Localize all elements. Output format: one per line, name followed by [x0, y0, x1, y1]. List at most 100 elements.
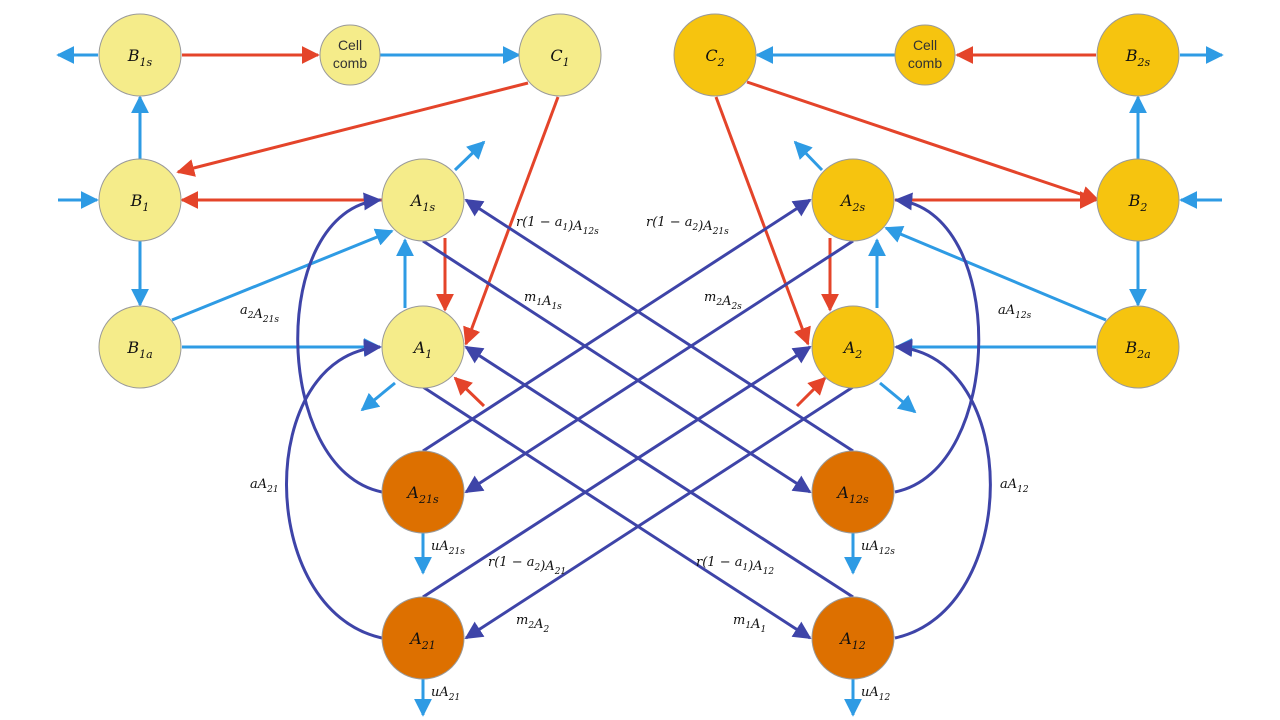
- node-circle: [381, 305, 465, 389]
- node-circle: [673, 13, 757, 97]
- edge-label-subscript: 2: [527, 621, 534, 631]
- edge-C2-B2: [746, 80, 1100, 204]
- edge-label-text: uA: [431, 539, 449, 554]
- node-text: A2: [842, 338, 863, 361]
- node-main: A: [839, 191, 853, 210]
- edge-label-text: A: [572, 219, 582, 234]
- edge-label-text: ): [697, 219, 703, 234]
- edge-label-text: r(1 −: [646, 215, 685, 230]
- edge-A1s-out: [453, 140, 486, 172]
- edge-label-subscript: 2: [691, 223, 698, 233]
- edge-label-subscript: 2: [542, 625, 549, 635]
- node-cell1: Cell comb: [319, 24, 381, 86]
- edge-label-a2A21s: a2A21s: [240, 303, 279, 325]
- node-subscript: 1: [425, 348, 432, 361]
- edge-label-subscript: 2: [715, 298, 722, 308]
- edge-label-text: m: [733, 613, 745, 628]
- node-subscript: 21s: [418, 493, 439, 506]
- node-A2s: A2s: [811, 158, 895, 242]
- node-circle: [381, 596, 465, 680]
- edge-label-subscript: 12s: [583, 227, 599, 237]
- edge-label-m1A1s: m1A1s: [524, 290, 562, 312]
- edge-A21s-A1s: [296, 192, 383, 494]
- node-text: A21: [408, 629, 436, 652]
- node-main: B: [1128, 191, 1141, 210]
- edge-label-text: A: [533, 617, 543, 632]
- edge-A2s-A21s: [464, 239, 854, 494]
- node-text: A21s: [405, 483, 439, 506]
- node-text: B2: [1128, 191, 1148, 214]
- edge-label-text: a: [555, 215, 563, 230]
- node-text: B1: [130, 191, 150, 214]
- node-A21: A21: [381, 596, 465, 680]
- edge-label-text: A: [752, 559, 762, 574]
- edge-label-aA21: aA21: [250, 477, 279, 495]
- node-text: A12s: [835, 483, 869, 506]
- edge-label-subscript: 1s: [551, 302, 562, 312]
- node-circle: [1096, 13, 1180, 97]
- node-text: comb: [333, 55, 367, 71]
- node-B1a: B1a: [98, 305, 182, 389]
- edge-label-r2: r(1 − a2)A21s: [646, 215, 729, 237]
- node-main: B: [127, 46, 140, 65]
- edge-label-text: a: [685, 215, 693, 230]
- node-circle: [98, 305, 182, 389]
- node-circle: [811, 305, 895, 389]
- node-text: Cell: [338, 37, 362, 53]
- edge-B2a-A2s: [884, 225, 1107, 322]
- edge-label-text: a: [527, 555, 535, 570]
- edge-label-subscript: 1: [760, 625, 766, 635]
- edge-in-A2: [795, 376, 827, 408]
- edge-A21-A1: [285, 339, 383, 640]
- edge-label-subscript: 1: [562, 223, 568, 233]
- node-main: B: [1125, 46, 1138, 65]
- node-A1s: A1s: [381, 158, 465, 242]
- node-main: B: [1124, 338, 1137, 357]
- node-subscript: 2: [1139, 201, 1147, 214]
- node-C1: C1: [518, 13, 602, 97]
- node-text: B1a: [126, 338, 152, 361]
- edge-label-text: m: [704, 290, 716, 305]
- node-main: B: [126, 338, 139, 357]
- edge-label-subscript: 1: [742, 563, 748, 573]
- edge-label-subscript: 12: [1017, 485, 1029, 495]
- node-subscript: 2a: [1136, 348, 1151, 361]
- edge-label-uA12: uA12: [861, 685, 890, 703]
- node-text: C1: [550, 46, 569, 69]
- edge-label-m1A1: m1A1: [733, 613, 766, 635]
- edge-label-uA21s: uA21s: [431, 539, 465, 557]
- edge-C1-A1: [463, 96, 560, 346]
- edge-label-subscript: 12: [763, 567, 775, 577]
- node-B1s: B1s: [98, 13, 182, 97]
- edge-label-text: ): [747, 559, 753, 574]
- node-text: A2s: [839, 191, 866, 214]
- node-circle: [811, 158, 895, 242]
- node-circle: [518, 13, 602, 97]
- edge-A1s-A12s: [422, 239, 812, 494]
- node-A12: A12: [811, 596, 895, 680]
- edge-label-subscript: 21: [448, 693, 460, 703]
- edge-A21s-A2s: [422, 198, 812, 453]
- node-B1: B1: [98, 158, 182, 242]
- edge-B1a-A1s: [171, 228, 394, 322]
- node-subscript: 1s: [140, 56, 153, 69]
- edge-label-r1: r(1 − a1)A12s: [516, 215, 599, 237]
- node-text: B1s: [127, 46, 153, 69]
- node-A2: A2: [811, 305, 895, 389]
- node-main: A: [842, 338, 856, 357]
- edge-label-subscript: 1: [536, 298, 542, 308]
- node-main: A: [412, 338, 426, 357]
- node-text: B2a: [1124, 338, 1150, 361]
- node-circle: [894, 24, 956, 86]
- edge-label-text: A: [253, 307, 263, 322]
- edge-C1-B1: [176, 81, 529, 177]
- node-circle: [319, 24, 381, 86]
- edge-A12s-A1s: [464, 198, 854, 453]
- node-subscript: 1s: [422, 201, 435, 214]
- node-text: A1s: [409, 191, 436, 214]
- edge-label-text: ): [567, 219, 573, 234]
